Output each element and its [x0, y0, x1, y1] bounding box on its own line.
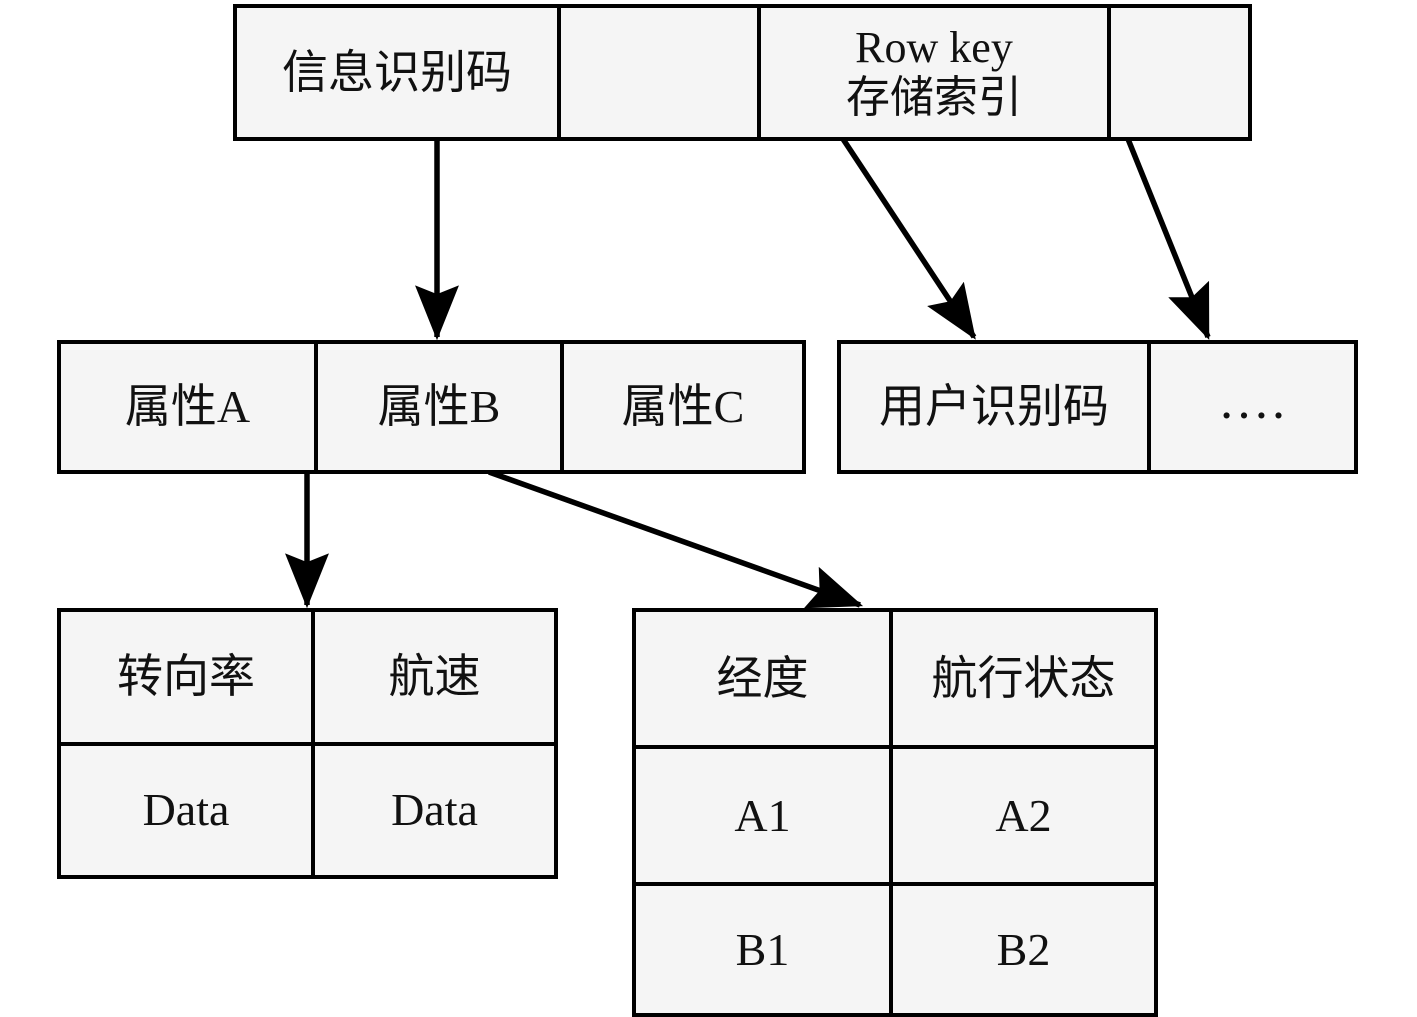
table-row: 经度 航行状态 — [636, 612, 1154, 745]
cell-top-blank-1[interactable] — [557, 8, 757, 137]
table-row: 用户识别码 …. — [841, 344, 1354, 470]
cell-nav-status-a2[interactable]: A2 — [889, 749, 1154, 882]
navigation-data-table: 转向率 航速 Data Data — [57, 608, 558, 879]
cell-top-blank-2[interactable] — [1107, 8, 1248, 137]
cell-row-key-storage-index[interactable]: Row key 存储索引 — [757, 8, 1107, 137]
cell-longitude-b1[interactable]: B1 — [636, 886, 889, 1013]
cell-longitude-a1[interactable]: A1 — [636, 749, 889, 882]
cell-attribute-b[interactable]: 属性B — [314, 344, 560, 470]
user-id-table: 用户识别码 …. — [837, 340, 1358, 474]
table-row: 转向率 航速 — [61, 612, 554, 742]
cell-attribute-c[interactable]: 属性C — [560, 344, 802, 470]
row-key-table: 信息识别码 Row key 存储索引 — [233, 4, 1252, 141]
arrow-row-key-to-user-id — [840, 137, 977, 340]
attribute-table: 属性A 属性B 属性C — [57, 340, 806, 474]
arrow-last-cell-to-ellipsis — [1125, 137, 1211, 341]
cell-rate-of-turn-header[interactable]: 转向率 — [61, 612, 311, 742]
cell-speed-value[interactable]: Data — [311, 745, 554, 875]
cell-ellipsis[interactable]: …. — [1147, 344, 1354, 470]
cell-nav-status-b2[interactable]: B2 — [889, 886, 1154, 1013]
position-data-table: 经度 航行状态 A1 A2 B1 B2 — [632, 608, 1158, 1017]
cell-info-code[interactable]: 信息识别码 — [237, 8, 557, 137]
cell-rate-of-turn-value[interactable]: Data — [61, 745, 311, 875]
cell-longitude-header[interactable]: 经度 — [636, 612, 889, 745]
table-row: Data Data — [61, 741, 554, 875]
cell-speed-header[interactable]: 航速 — [311, 612, 554, 742]
cell-user-id-code[interactable]: 用户识别码 — [841, 344, 1147, 470]
cell-nav-status-header[interactable]: 航行状态 — [889, 612, 1154, 745]
table-row: B1 B2 — [636, 882, 1154, 1013]
table-row: A1 A2 — [636, 745, 1154, 882]
table-row: 信息识别码 Row key 存储索引 — [237, 8, 1248, 137]
cell-attribute-a[interactable]: 属性A — [61, 344, 314, 470]
arrow-attribute-b-to-position — [488, 469, 864, 609]
table-row: 属性A 属性B 属性C — [61, 344, 802, 470]
